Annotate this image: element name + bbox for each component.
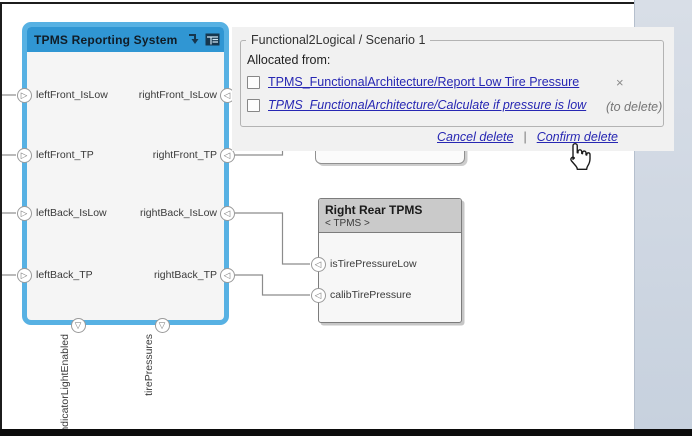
port-label: leftFront_IsLow <box>36 89 108 101</box>
port-label: isTirePressureLow <box>330 258 417 270</box>
allocation-link-calculate-if-pressure-is-low[interactable]: TPMS_FunctionalArchitecture/Calculate if… <box>268 98 587 112</box>
triangle-left-icon: ◁ <box>314 258 322 269</box>
port-label: rightBack_IsLow <box>139 207 217 219</box>
port-out-indicatorLightEnabled[interactable]: ▽ <box>70 317 86 333</box>
port-in-rightBack_TP[interactable]: ◁ <box>219 267 235 283</box>
port-label-vertical: tirePressures <box>143 334 155 396</box>
tpms-reporting-system-block[interactable]: TPMS Reporting System <box>22 22 229 325</box>
port-label-vertical: indicatorLightEnabled <box>59 334 71 435</box>
allocation-popup: Functional2Logical / Scenario 1 Allocate… <box>232 27 674 151</box>
port-in-leftBack_IsLow[interactable]: ▷ <box>16 205 32 221</box>
port-label: leftFront_TP <box>36 149 94 161</box>
panel-layout-badge-icon[interactable] <box>204 32 221 47</box>
triangle-right-icon: ▷ <box>20 89 28 100</box>
triangle-left-icon: ◁ <box>223 89 231 100</box>
triangle-down-icon: ▽ <box>74 319 82 330</box>
port-in-leftFront_IsLow[interactable]: ▷ <box>16 87 32 103</box>
port-label: leftBack_TP <box>36 269 93 281</box>
block-header: TPMS Reporting System <box>27 27 224 52</box>
port-in-rightBack_IsLow[interactable]: ◁ <box>219 205 235 221</box>
cancel-delete-link[interactable]: Cancel delete <box>437 130 514 144</box>
allocated-from-label: Allocated from: <box>247 53 331 67</box>
triangle-left-icon: ◁ <box>314 289 322 300</box>
port-in-leftFront_TP[interactable]: ▷ <box>16 147 32 163</box>
window-frame-bottom <box>0 429 692 436</box>
right-rear-tpms-block[interactable]: Right Rear TPMS < TPMS > <box>318 198 462 323</box>
block-title: TPMS Reporting System <box>34 32 178 47</box>
port-in-calibTirePressure[interactable]: ◁ <box>310 287 326 303</box>
block-header: Right Rear TPMS < TPMS > <box>319 199 461 233</box>
triangle-right-icon: ▷ <box>20 207 28 218</box>
port-label: rightFront_IsLow <box>138 89 217 101</box>
allocation-checkbox-1[interactable] <box>247 76 260 89</box>
port-label: leftBack_IsLow <box>36 207 107 219</box>
navigate-down-badge-icon[interactable] <box>186 32 202 47</box>
cursor-pointer <box>570 142 591 170</box>
scenario-groupbox-title: Functional2Logical / Scenario 1 <box>246 33 431 47</box>
port-label: rightFront_TP <box>152 149 217 161</box>
triangle-right-icon: ▷ <box>20 149 28 160</box>
port-in-leftBack_TP[interactable]: ▷ <box>16 267 32 283</box>
port-in-isTirePressureLow[interactable]: ◁ <box>310 256 326 272</box>
triangle-left-icon: ◁ <box>223 269 231 280</box>
block-stereotype: < TPMS > <box>325 218 370 229</box>
block-title: Right Rear TPMS <box>325 203 423 217</box>
port-label: calibTirePressure <box>330 289 412 301</box>
allocation-link-report-low-tire-pressure[interactable]: TPMS_FunctionalArchitecture/Report Low T… <box>268 75 580 89</box>
confirm-delete-link[interactable]: Confirm delete <box>536 130 618 144</box>
triangle-down-icon: ▽ <box>158 319 166 330</box>
scenario-groupbox <box>240 40 664 127</box>
port-out-tirePressures[interactable]: ▽ <box>154 317 170 333</box>
link-separator: | <box>523 130 527 144</box>
triangle-left-icon: ◁ <box>223 149 231 160</box>
window-frame-top <box>0 2 634 4</box>
remove-allocation-icon[interactable]: × <box>616 75 624 90</box>
window-frame-left <box>0 2 2 429</box>
allocation-checkbox-2[interactable] <box>247 99 260 112</box>
triangle-right-icon: ▷ <box>20 269 28 280</box>
to-delete-annotation: (to delete) <box>606 100 663 114</box>
port-in-rightFront_TP[interactable]: ◁ <box>219 147 235 163</box>
port-label: rightBack_TP <box>153 269 217 281</box>
triangle-left-icon: ◁ <box>223 207 231 218</box>
